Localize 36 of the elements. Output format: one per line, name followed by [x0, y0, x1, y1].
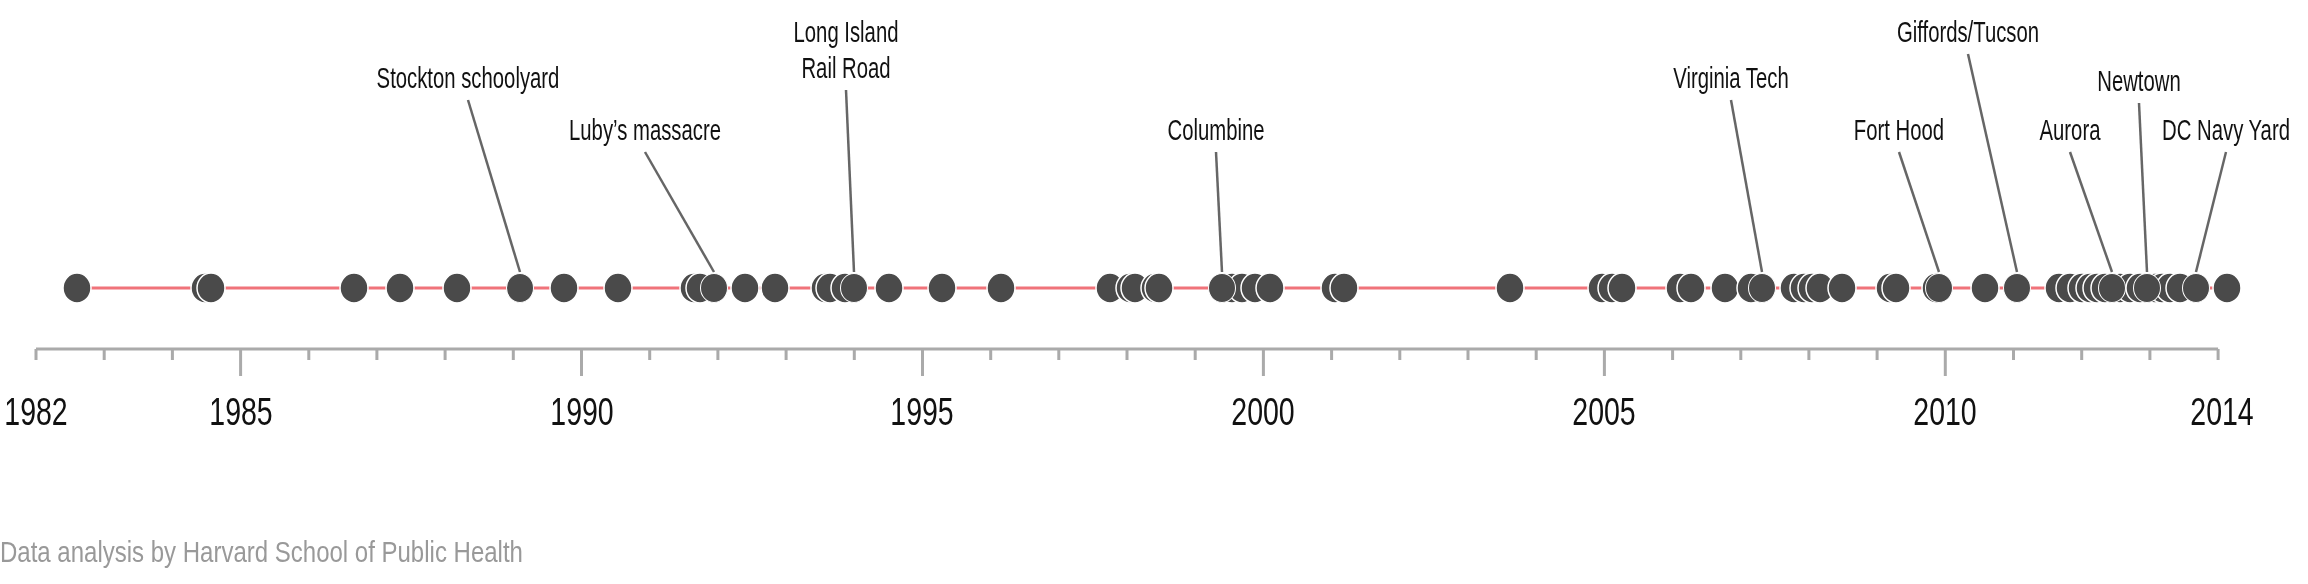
event-dot — [1748, 273, 1776, 303]
event-dot — [2003, 273, 2031, 303]
leader-line — [844, 89, 856, 273]
year-label: 2010 — [1913, 392, 1977, 432]
leader-line — [643, 151, 716, 273]
event-label: DC Navy Yard — [2162, 112, 2290, 148]
leader-line — [1966, 53, 2019, 273]
leader-line — [1214, 151, 1224, 273]
leader-line — [1897, 151, 1941, 273]
event-dot — [506, 273, 534, 303]
event-dot — [2182, 273, 2210, 303]
event-label: Giffords/Tucson — [1896, 14, 2040, 50]
leader-line — [2194, 151, 2228, 273]
event-dot — [1208, 273, 1236, 303]
year-label: 2000 — [1231, 392, 1296, 432]
credit-note: Data analysis by Harvard School of Public Health — [0, 535, 523, 569]
leader-line — [1729, 99, 1764, 273]
year-label: 1982 — [4, 392, 68, 432]
year-label: 2014 — [2190, 392, 2254, 432]
event-label: Virginia Tech — [1673, 60, 1789, 96]
leader-line — [2137, 102, 2149, 273]
event-label: Long Island Rail Road — [776, 14, 916, 86]
leader-line — [2068, 151, 2114, 273]
event-label: Fort Hood — [1853, 112, 1945, 148]
event-label: Aurora — [2039, 112, 2101, 148]
event-label: Columbine — [1167, 112, 1265, 148]
event-label: Newtown — [2097, 63, 2181, 99]
event-dot — [840, 273, 868, 303]
year-label: 1995 — [890, 392, 955, 432]
event-label: Luby’s massacre — [569, 112, 721, 148]
year-label: 2005 — [1572, 392, 1637, 432]
leader-line — [466, 99, 522, 273]
year-label: 1990 — [549, 392, 614, 432]
event-label: Stockton schoolyard — [376, 60, 560, 96]
event-dot — [700, 273, 728, 303]
year-label: 1985 — [208, 392, 273, 432]
